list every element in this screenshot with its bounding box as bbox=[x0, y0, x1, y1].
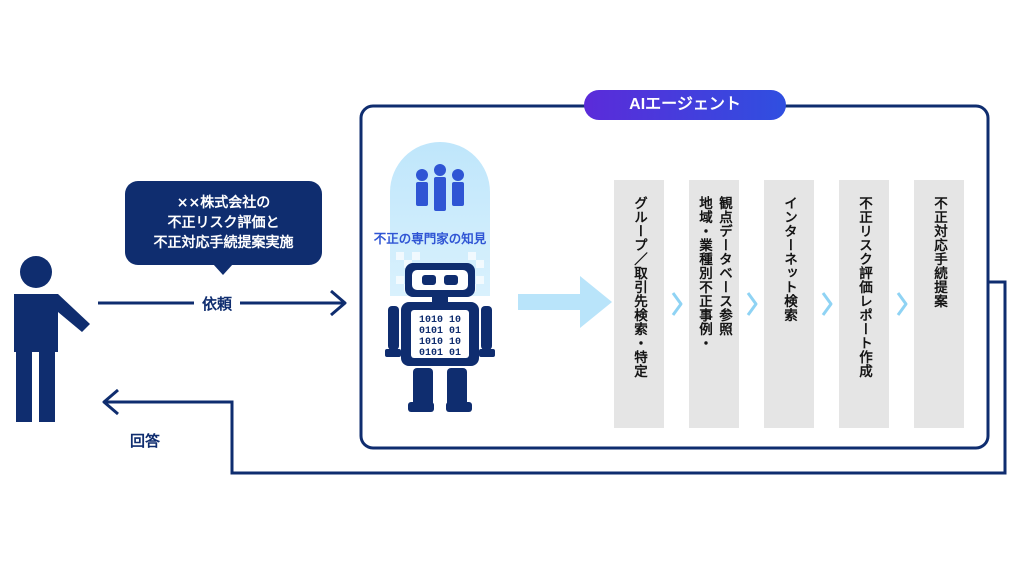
response-label: 回答 bbox=[130, 432, 161, 450]
request-label: 依頼 bbox=[194, 293, 241, 314]
bubble-line: 不正対応手続提案実施 bbox=[153, 235, 294, 251]
step-database-reference: 観点データベース参照 地域・業種別不正事例・ bbox=[689, 180, 739, 428]
bubble-line: 不正リスク評価と bbox=[167, 215, 280, 231]
step-text: 地域・業種別不正事例・ bbox=[696, 196, 712, 350]
robot-screen-line: 1010 10 bbox=[419, 315, 461, 326]
chevron-right-icon bbox=[671, 292, 683, 316]
robot-screen-line: 0101 01 bbox=[419, 326, 461, 337]
robot-screen-line: 1010 10 bbox=[419, 337, 461, 348]
step-text: 不正対応手続提案 bbox=[931, 196, 947, 308]
step-text: 観点データベース参照 bbox=[716, 196, 732, 336]
response-line bbox=[104, 280, 1007, 475]
step-risk-report: 不正リスク評価レポート作成 bbox=[839, 180, 889, 428]
chevron-right-icon bbox=[746, 292, 758, 316]
arrow-right-icon bbox=[518, 276, 612, 328]
robot-screen-line: 0101 01 bbox=[419, 348, 461, 359]
request-arrowhead-icon bbox=[330, 289, 347, 317]
request-speech-bubble: ××株式会社の 不正リスク評価と 不正対応手続提案実施 bbox=[125, 181, 322, 265]
bubble-line: ××株式会社の bbox=[176, 195, 271, 211]
step-text: グループ／取引先検索・特定 bbox=[631, 196, 647, 378]
person-icon bbox=[14, 256, 90, 422]
robot-icon: 1010 10 0101 01 1010 10 0101 01 bbox=[385, 263, 495, 412]
experts-icon bbox=[416, 164, 464, 211]
expert-knowledge-label: 不正の専門家の知見 bbox=[373, 231, 487, 246]
step-procedure-proposal: 不正対応手続提案 bbox=[914, 180, 964, 428]
agent-title-badge: AIエージェント bbox=[584, 90, 786, 120]
chevron-right-icon bbox=[896, 292, 908, 316]
step-text: 不正リスク評価レポート作成 bbox=[856, 196, 872, 378]
chevron-right-icon bbox=[821, 292, 833, 316]
response-arrowhead-icon bbox=[102, 388, 119, 416]
step-group-search: グループ／取引先検索・特定 bbox=[614, 180, 664, 428]
step-internet-search: インターネット検索 bbox=[764, 180, 814, 428]
step-text: インターネット検索 bbox=[781, 196, 797, 322]
speech-bubble-tail bbox=[213, 264, 233, 275]
